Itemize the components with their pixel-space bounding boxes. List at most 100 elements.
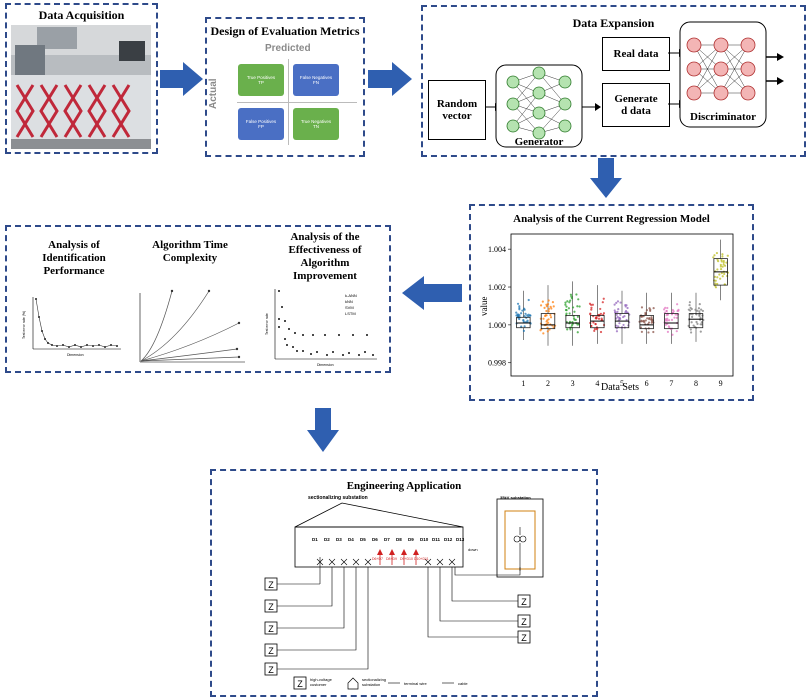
- data-point: [615, 313, 618, 316]
- legend-substation-line2: substation: [362, 682, 381, 687]
- data-point: [689, 328, 692, 331]
- data-point: [599, 312, 603, 315]
- data-point: [539, 304, 543, 307]
- data-point: [616, 310, 619, 313]
- data-point: [593, 329, 596, 332]
- data-point: [567, 307, 571, 310]
- data-point: [698, 310, 701, 313]
- data-point: [716, 276, 719, 279]
- x-tick-label: 3: [571, 379, 575, 388]
- data-point: [516, 302, 520, 305]
- data-point: [639, 326, 643, 329]
- data-point: [663, 308, 666, 311]
- data-point: [723, 264, 727, 267]
- data-point: [665, 309, 668, 313]
- discriminator-label: Discriminator: [690, 111, 756, 123]
- data-point: [640, 319, 643, 322]
- red-label-3: D9+D10: [400, 557, 413, 561]
- data-point: [619, 301, 622, 304]
- data-point: [549, 313, 552, 317]
- data-point: [547, 310, 550, 313]
- data-point: [694, 308, 697, 311]
- identification-title-line2: Identification: [42, 252, 106, 264]
- engineering-title: Engineering Application: [346, 480, 462, 492]
- data-point: [622, 323, 625, 327]
- data-point: [571, 306, 575, 309]
- data-point: [719, 277, 722, 280]
- data-point: [716, 268, 719, 271]
- data-point: [715, 251, 719, 255]
- data-point: [522, 329, 525, 332]
- effectiveness-title-line4: Improvement: [293, 270, 357, 282]
- x-tick-label: 2: [546, 379, 550, 388]
- data-point: [623, 315, 626, 318]
- data-point: [615, 301, 618, 304]
- data-point: [675, 330, 678, 333]
- legend-terminal: terminal wire: [404, 681, 427, 686]
- plot3-ylabel: Test error rate: [265, 313, 269, 335]
- legend-customer-line2: customer: [310, 682, 327, 687]
- svg-text:Z: Z: [268, 646, 274, 656]
- bus-d6: D6: [372, 537, 378, 542]
- complexity-plot: [139, 289, 245, 363]
- data-point: [719, 267, 723, 271]
- data-point: [547, 307, 551, 310]
- data-point: [675, 316, 678, 319]
- legend-cable: cable: [458, 681, 468, 686]
- x-tick-label: 4: [595, 379, 599, 388]
- box: [590, 315, 605, 329]
- data-point: [618, 322, 621, 325]
- data-point: [689, 309, 692, 312]
- data-point: [667, 319, 671, 322]
- data-point: [699, 330, 702, 333]
- data-point: [672, 310, 675, 313]
- data-point: [714, 286, 718, 289]
- data-point: [676, 303, 679, 306]
- data-point: [674, 313, 677, 316]
- data-point: [575, 293, 578, 296]
- data-point: [566, 300, 569, 303]
- data-point: [613, 303, 616, 306]
- data-point: [625, 304, 628, 307]
- x-tick-label: 5: [620, 379, 624, 388]
- cell-false-positives: False Positives FP: [238, 108, 284, 140]
- data-point: [644, 313, 647, 316]
- data-point: [673, 316, 676, 319]
- data-point: [725, 261, 728, 264]
- data-point: [652, 306, 655, 310]
- data-point: [577, 298, 580, 301]
- data-point: [721, 275, 724, 278]
- engineering-panel: Engineering Application sectionalizing s…: [210, 469, 598, 697]
- data-point: [578, 305, 581, 308]
- cell-tp-name: True Positives: [246, 75, 276, 80]
- plot3-xlabel: Dimension: [317, 363, 334, 367]
- data-point: [592, 321, 595, 324]
- predicted-label: Predicted: [265, 43, 311, 54]
- data-point: [522, 318, 525, 322]
- data-point: [590, 306, 593, 309]
- data-point: [529, 314, 532, 317]
- data-point: [520, 325, 523, 328]
- data-point: [552, 305, 555, 308]
- data-point: [527, 298, 530, 302]
- data-point: [547, 321, 550, 324]
- data-point: [616, 300, 620, 303]
- data-point: [671, 333, 674, 336]
- data-point: [726, 254, 729, 257]
- data-point: [667, 325, 670, 328]
- plot3-legend-svm: SVM: [345, 305, 354, 310]
- identification-title: Analysis of Identification Performance: [19, 239, 129, 278]
- bus-d13: D13: [456, 537, 465, 542]
- metrics-divider-h: [237, 102, 357, 103]
- random-vector-box: Random vector: [428, 80, 486, 140]
- cell-fn-abbr: FN: [313, 80, 319, 85]
- effectiveness-title-line3: Algorithm: [300, 257, 350, 269]
- random-vector-line1: Random: [436, 98, 478, 110]
- data-point: [642, 319, 646, 323]
- data-point: [591, 303, 594, 306]
- x-tick-label: 1: [521, 379, 525, 388]
- data-point: [594, 322, 597, 326]
- box: [639, 315, 654, 330]
- data-point: [595, 328, 598, 331]
- bus-d1: D1: [312, 537, 318, 542]
